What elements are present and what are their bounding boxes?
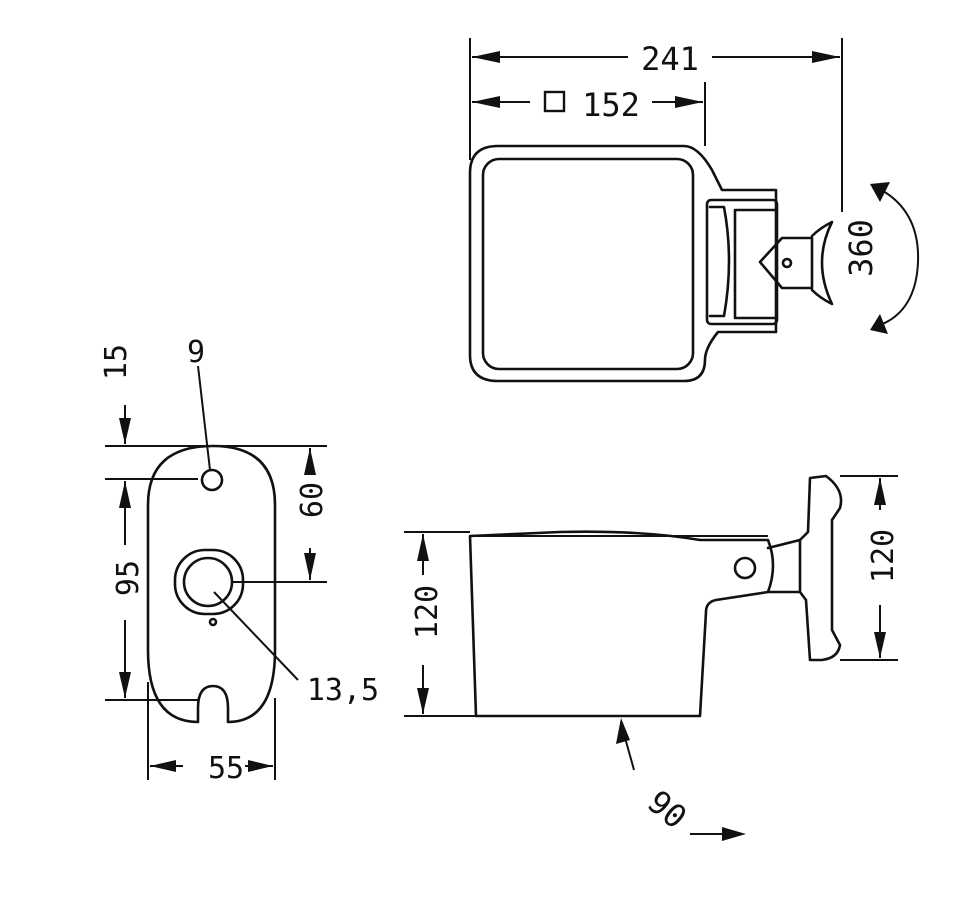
dimension-9-label: 9 [187, 335, 205, 370]
dimension-60-label: 60 [295, 482, 330, 518]
pivot-hole [733, 556, 757, 580]
dimension-95: 95 [111, 481, 146, 698]
small-hole [200, 468, 224, 492]
dimension-9: 9 [187, 335, 211, 471]
dimension-241-label: 241 [641, 40, 699, 78]
side-view: 120 120 90 [404, 474, 901, 841]
rotation-360: 360 [842, 182, 920, 334]
dimension-60: 60 [295, 448, 330, 580]
dimension-55: 55 [147, 682, 276, 786]
dimension-15-label: 15 [99, 344, 134, 380]
dimension-housing-120-label: 120 [410, 585, 445, 639]
dimension-152: 152 [472, 86, 703, 124]
tilt-90-label: 90 [640, 783, 694, 837]
swivel-joint [758, 220, 834, 306]
base-plate-view: 15 9 95 60 13,5 [99, 335, 379, 786]
lamp-head-top [468, 144, 779, 383]
dimension-152-label: 152 [582, 86, 640, 124]
dimension-95-label: 95 [111, 560, 146, 596]
dimension-55-label: 55 [208, 751, 244, 786]
dimension-15: 15 [99, 344, 134, 444]
top-view: 241 152 360 [468, 38, 920, 383]
rotation-360-label: 360 [842, 219, 880, 277]
dimension-13-5: 13,5 [213, 591, 379, 708]
dimension-13-5-label: 13,5 [307, 673, 379, 708]
dimension-bracket-120-label: 120 [866, 529, 901, 583]
square-symbol-icon [543, 90, 566, 113]
dimension-241: 241 [472, 40, 840, 78]
tilt-90: 90 [616, 718, 746, 841]
dimension-housing-120: 120 [404, 531, 476, 717]
dimension-bracket-120: 120 [840, 475, 901, 661]
center-hole [182, 556, 234, 608]
